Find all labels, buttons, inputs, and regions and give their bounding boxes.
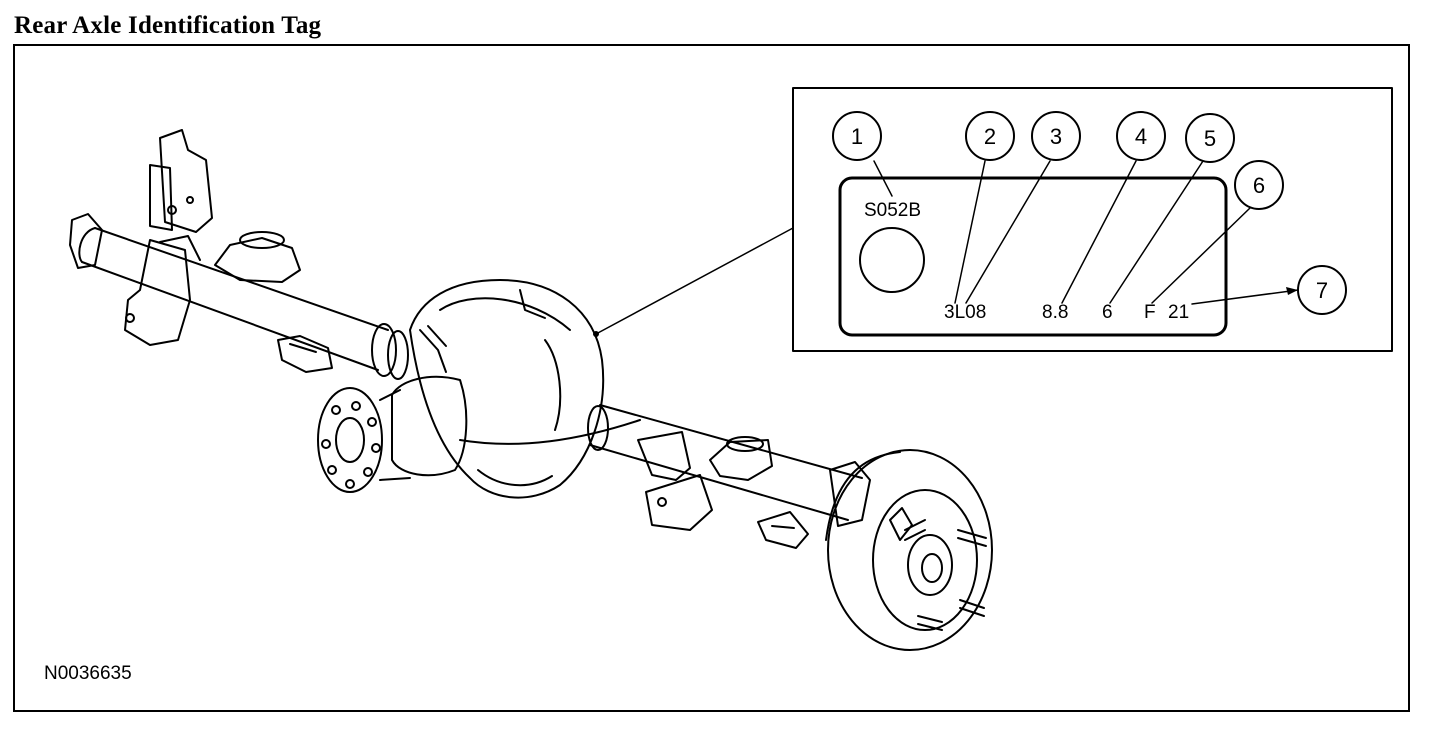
page-title: Rear Axle Identification Tag	[14, 12, 322, 39]
tag-ratio-suffix: 21	[1168, 302, 1189, 323]
tag-plant-code: 3L08	[944, 302, 986, 323]
callout-1-circle	[832, 111, 882, 161]
callout-1-label: 1	[851, 124, 863, 149]
tag-part-code: S052B	[864, 200, 921, 221]
callout-3-circle	[1031, 111, 1081, 161]
callout-3-label: 3	[1050, 124, 1062, 149]
figure-id: N0036635	[44, 663, 132, 684]
callout-7-circle	[1297, 265, 1347, 315]
callout-4-circle	[1116, 111, 1166, 161]
tag-inset-frame	[792, 87, 1393, 352]
identification-tag	[838, 176, 1228, 337]
callout-5-circle	[1185, 113, 1235, 163]
axle-assembly-drawing	[69, 129, 993, 651]
illustration-frame	[13, 44, 1410, 712]
tag-ratio-digit: 6	[1102, 302, 1113, 323]
tag-leader-line	[595, 227, 794, 335]
callout-6-label: 6	[1253, 173, 1265, 198]
tag-axle-type: F	[1144, 302, 1156, 323]
callout-5-label: 5	[1204, 126, 1216, 151]
tag-hole	[859, 227, 925, 293]
callout-2-label: 2	[984, 124, 996, 149]
callout-7-label: 7	[1316, 278, 1328, 303]
tag-ring-gear-size: 8.8	[1042, 302, 1068, 323]
callout-6-circle	[1234, 160, 1284, 210]
callout-4-label: 4	[1135, 124, 1147, 149]
callout-2-circle	[965, 111, 1015, 161]
